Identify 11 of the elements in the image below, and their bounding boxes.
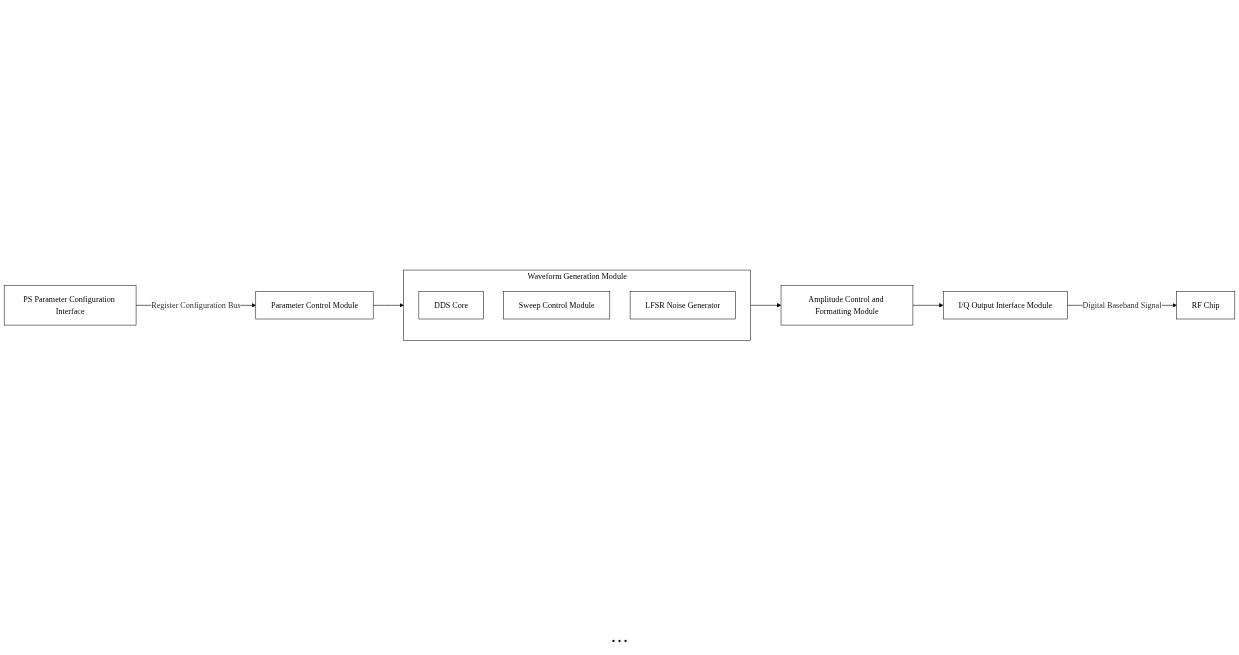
node-box: LFSR Noise Generator [629,291,736,319]
node-box: DDS Core [418,291,484,319]
node-box: RF Chip [1176,291,1236,319]
node-box: Parameter Control Module [255,291,374,319]
edge-label: Digital Baseband Signal [1082,300,1162,310]
node-box: I/Q Output Interface Module [943,291,1068,319]
node-box: PS Parameter Configuration Interface [3,284,137,326]
node-box: Amplitude Control and Formatting Module [780,284,914,326]
edge-label: Register Configuration Bus [151,300,241,310]
ellipsis-label: … [610,626,629,646]
node-box: Sweep Control Module [503,291,611,319]
